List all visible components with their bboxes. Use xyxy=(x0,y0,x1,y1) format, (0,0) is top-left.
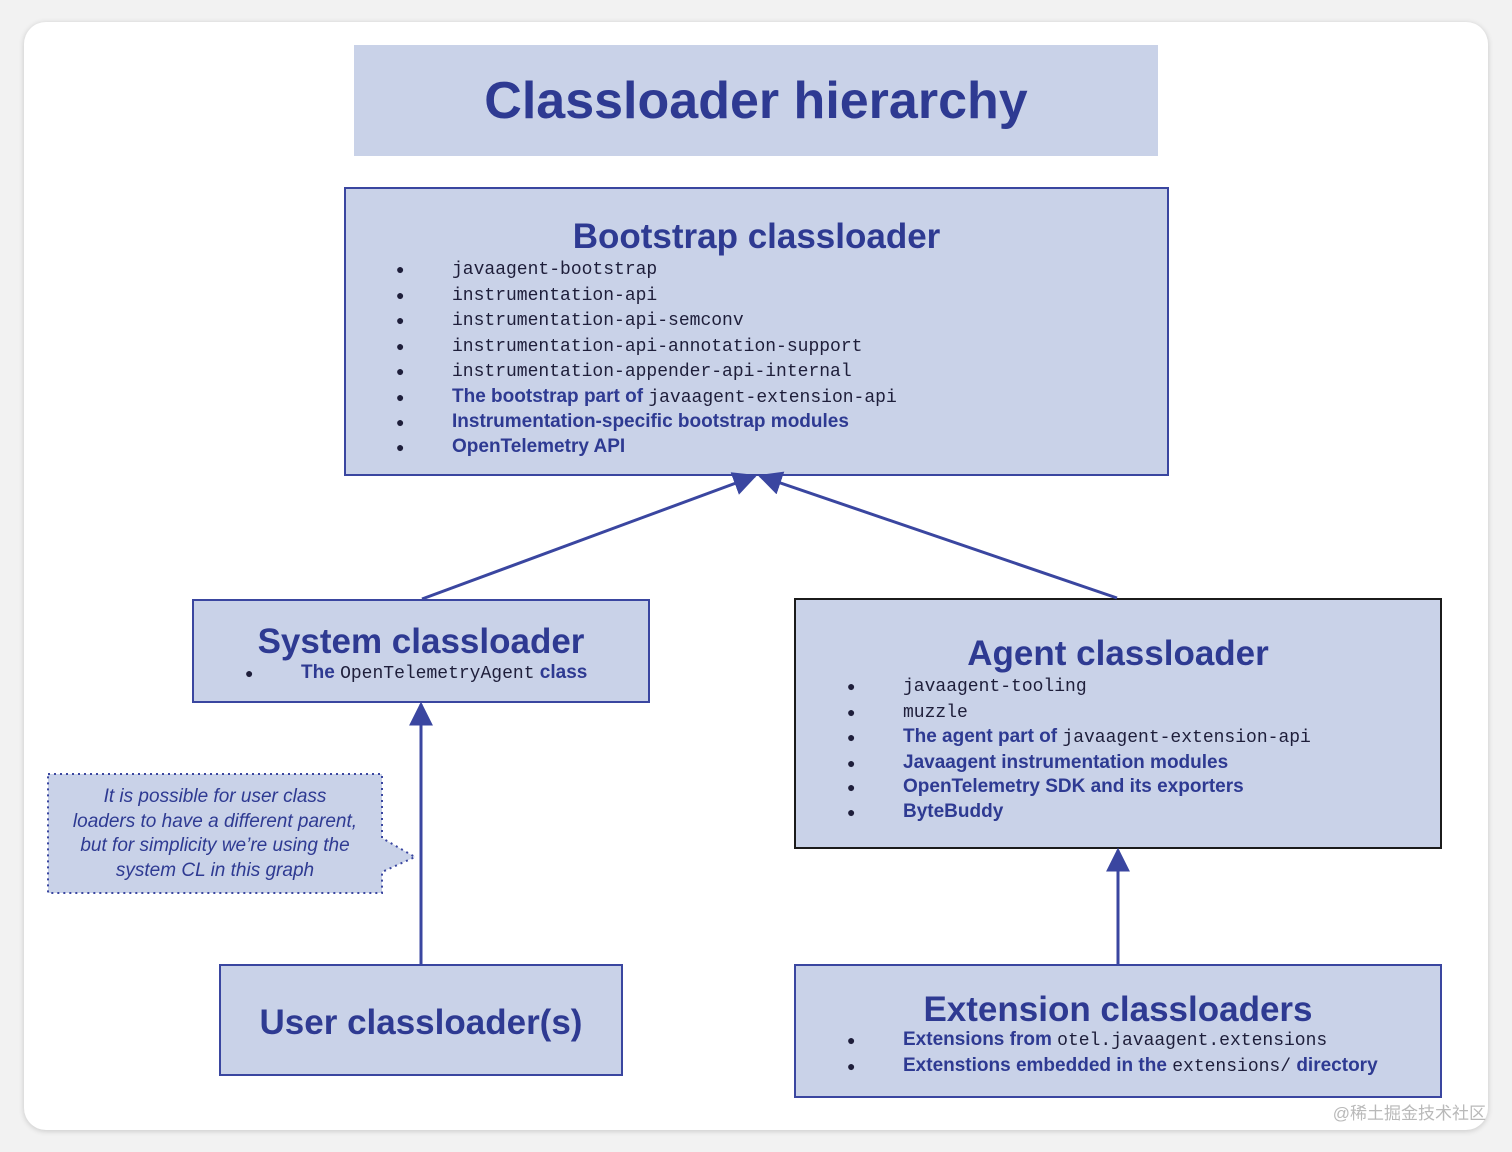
item-text: class xyxy=(534,662,588,683)
code-text: extensions/ xyxy=(1172,1056,1292,1077)
bullet-icon: ● xyxy=(847,729,856,745)
item-text: Extensions from xyxy=(903,1029,1058,1050)
system-classloader-title: System classloader xyxy=(257,622,585,661)
list-item: ● ByteBuddy xyxy=(847,800,1311,825)
list-item: ● instrumentation-appender-api-internal xyxy=(396,359,897,385)
list-item: ● Extenstions embedded in the extensions/… xyxy=(847,1054,1378,1080)
item-text: Extenstions embedded in the xyxy=(903,1054,1173,1076)
list-item: ● muzzle xyxy=(847,700,1311,726)
bullet-icon: ● xyxy=(245,665,254,681)
list-item: ● instrumentation-api-semconv xyxy=(396,308,897,334)
list-item: ● Extensions from otel.javaagent.extensio… xyxy=(847,1028,1378,1054)
system-classloader-list: ● The OpenTelemetryAgent class xyxy=(245,661,588,687)
arrow-system-to-bootstrap xyxy=(421,472,758,601)
item-text: Instrumentation-specific bootstrap modul… xyxy=(452,411,849,432)
bullet-icon: ● xyxy=(396,312,405,328)
user-classloader-box: User classloader(s) xyxy=(219,964,623,1076)
note-line: loaders to have a different parent, xyxy=(72,810,358,832)
extension-classloaders-title: Extension classloaders xyxy=(923,990,1313,1029)
list-item: ● Instrumentation-specific bootstrap modu… xyxy=(396,410,897,435)
extension-classloaders-box: Extension classloaders ● Extensions from … xyxy=(794,964,1442,1098)
code-text: instrumentation-api xyxy=(452,285,658,306)
list-item: ● instrumentation-api xyxy=(396,283,897,309)
item-text: directory xyxy=(1291,1054,1378,1076)
item-text: OpenTelemetry API xyxy=(452,435,626,457)
bullet-icon: ● xyxy=(847,1057,856,1074)
note-callout: It is possible for user class loaders to… xyxy=(50,785,380,883)
bullet-icon: ● xyxy=(847,754,856,771)
list-item: ● The bootstrap part of javaagent-extensi… xyxy=(396,385,897,411)
note-line: It is possible for user class xyxy=(103,786,327,807)
bullet-icon: ● xyxy=(396,286,405,303)
code-text: instrumentation-appender-api-internal xyxy=(452,362,852,382)
list-item: ● javaagent-tooling xyxy=(847,674,1311,700)
title-banner: Classloader hierarchy xyxy=(354,45,1158,156)
diagram-title: Classloader hierarchy xyxy=(484,72,1028,130)
bullet-icon: ● xyxy=(396,261,405,277)
item-text: OpenTelemetry SDK and its exporters xyxy=(903,776,1244,797)
list-item: ● The OpenTelemetryAgent class xyxy=(245,661,588,687)
code-text: javaagent-tooling xyxy=(903,677,1087,697)
bootstrap-classloader-box: Bootstrap classloader ● javaagent-bootstr… xyxy=(344,187,1169,476)
list-item: ● javaagent-bootstrap xyxy=(396,257,897,283)
code-text: javaagent-extension-api xyxy=(648,387,897,408)
bullet-icon: ● xyxy=(847,779,856,795)
agent-classloader-list: ● javaagent-tooling ● muzzle ● The agent part… xyxy=(847,674,1311,825)
extension-classloaders-list: ● Extensions from otel.javaagent.extensio… xyxy=(847,1028,1378,1080)
list-item: ● The agent part of javaagent-extension-a… xyxy=(847,725,1311,751)
note-line: system CL in this graph xyxy=(115,859,315,881)
note-callout-shape xyxy=(47,773,418,894)
item-text: The xyxy=(301,662,341,683)
bootstrap-classloader-title: Bootstrap classloader xyxy=(572,217,941,256)
bullet-icon: ● xyxy=(847,1032,856,1048)
watermark: @稀土掘金技术社区 xyxy=(1332,1104,1486,1123)
item-text: ByteBuddy xyxy=(903,800,1004,822)
arrow-agent-to-bootstrap xyxy=(757,471,1118,600)
item-text: The bootstrap part of xyxy=(452,385,649,407)
code-text: OpenTelemetryAgent xyxy=(340,664,535,684)
code-text: javaagent-bootstrap xyxy=(452,260,658,280)
list-item: ● OpenTelemetry API xyxy=(396,435,897,460)
item-text: Javaagent instrumentation modules xyxy=(903,751,1229,773)
code-text: otel.javaagent.extensions xyxy=(1057,1031,1328,1051)
bullet-icon: ● xyxy=(847,678,856,694)
code-text: instrumentation-api-semconv xyxy=(452,311,744,331)
list-item: ● OpenTelemetry SDK and its exporters xyxy=(847,775,1311,800)
list-item: ● instrumentation-api-annotation-support xyxy=(396,334,897,360)
bullet-icon: ● xyxy=(396,337,405,354)
user-classloader-title: User classloader(s) xyxy=(259,1003,583,1042)
list-item: ● Javaagent instrumentation modules xyxy=(847,751,1311,776)
bullet-icon: ● xyxy=(396,388,405,405)
bullet-icon: ● xyxy=(396,438,405,455)
bullet-icon: ● xyxy=(847,803,856,820)
bullet-icon: ● xyxy=(396,414,405,430)
code-text: muzzle xyxy=(903,702,968,723)
code-text: javaagent-extension-api xyxy=(1062,728,1311,748)
agent-classloader-title: Agent classloader xyxy=(967,634,1269,673)
note-line: but for simplicity we’re using the xyxy=(80,835,350,856)
code-text: instrumentation-api-annotation-support xyxy=(452,336,863,357)
bullet-icon: ● xyxy=(396,363,405,379)
bullet-icon: ● xyxy=(847,703,856,720)
item-text: The agent part of xyxy=(903,726,1063,747)
bootstrap-classloader-list: ● javaagent-bootstrap ● instrumentation-api… xyxy=(396,257,897,460)
